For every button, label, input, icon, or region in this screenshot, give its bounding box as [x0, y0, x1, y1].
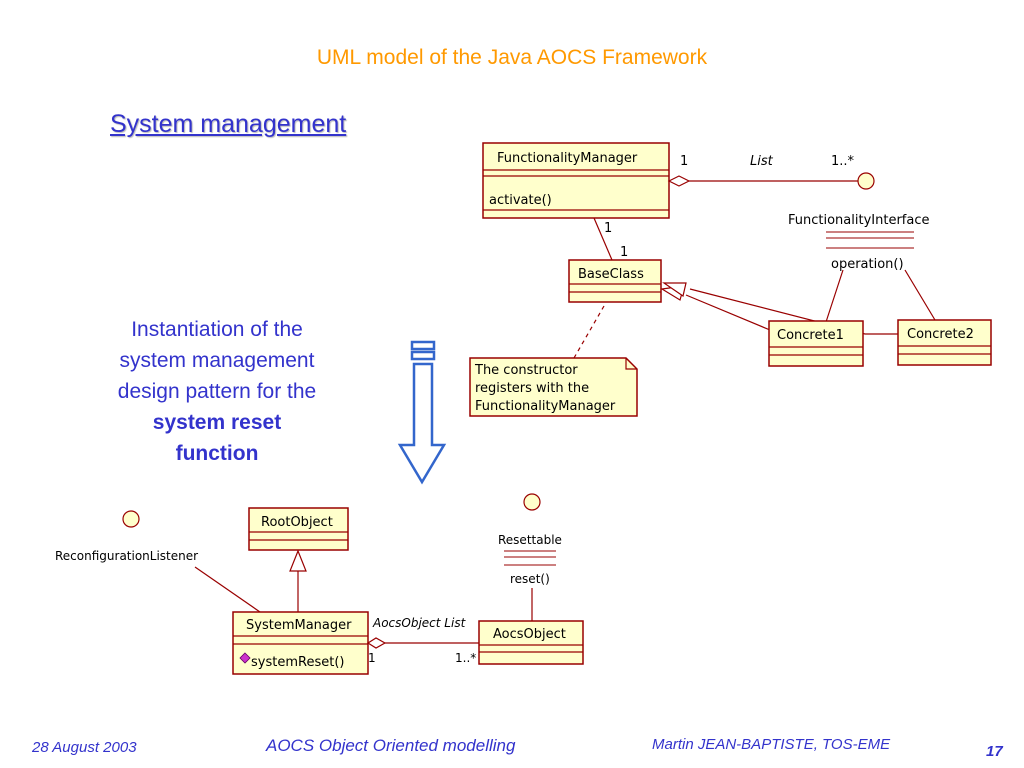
caption-bold-2: function — [175, 442, 259, 465]
aocs-object-name: AocsObject — [493, 627, 566, 642]
note-line-2: registers with the — [475, 381, 589, 396]
aocs-mult-right: 1..* — [455, 651, 476, 665]
caption-line-1: Instantiation of the — [131, 318, 303, 341]
concrete2-name: Concrete2 — [907, 327, 974, 342]
reconfiguration-listener-icon — [122, 510, 140, 528]
caption-line-2: system management — [119, 349, 315, 372]
generalization-concrete2 — [689, 288, 898, 335]
list-label: List — [750, 154, 774, 169]
aocs-mult-left: 1 — [368, 651, 376, 665]
caption-line-3: design pattern for the — [117, 380, 317, 403]
base-mult-top: 1 — [604, 221, 612, 236]
base-mult-bottom: 1 — [620, 245, 628, 260]
concrete2-class[interactable]: Concrete2 — [897, 319, 992, 366]
section-link[interactable]: System management — [110, 110, 347, 138]
aggregation-diamond — [667, 175, 691, 187]
caption-bold-1: system reset — [152, 411, 282, 434]
resettable-op: reset() — [510, 572, 550, 586]
root-object-name: RootObject — [261, 515, 333, 530]
page-number: 17 — [986, 743, 1003, 760]
operation-icon — [239, 652, 251, 664]
realization-line-concrete2 — [904, 269, 936, 321]
aocs-list-label: AocsObject List — [372, 616, 467, 630]
constructor-note[interactable]: The constructor registers with the Funct… — [469, 357, 638, 417]
note-anchor-line — [573, 305, 605, 359]
caption: Instantiation of the system management d… — [82, 314, 352, 469]
slide-title: UML model of the Java AOCS Framework — [316, 46, 708, 69]
system-manager-op: systemReset() — [251, 655, 344, 670]
resettable-name: Resettable — [498, 533, 562, 547]
base-association-line — [593, 217, 613, 261]
functionality-interface-name: FunctionalityInterface — [788, 213, 929, 228]
functionality-manager-name: FunctionalityManager — [497, 151, 638, 166]
functionality-manager-op: activate() — [489, 193, 552, 208]
functionality-manager-class[interactable]: FunctionalityManager activate() — [482, 142, 670, 219]
functionality-interface-icon — [857, 172, 875, 190]
system-manager-class[interactable]: SystemManager systemReset() — [232, 611, 369, 675]
generalization-concrete1 — [685, 294, 771, 331]
list-mult-right: 1..* — [831, 154, 855, 169]
concrete1-name: Concrete1 — [777, 328, 844, 343]
down-arrow-icon — [397, 340, 447, 485]
note-line-3: FunctionalityManager — [475, 399, 616, 414]
list-mult-left: 1 — [680, 154, 688, 169]
resettable-icon — [523, 493, 541, 511]
root-object-class[interactable]: RootObject — [248, 507, 349, 551]
reconfiguration-listener-name: ReconfigurationListener — [55, 549, 198, 563]
footer-author: Martin JEAN-BAPTISTE, TOS-EME — [652, 736, 891, 753]
realization-line-concrete1 — [825, 269, 844, 323]
aocs-object-class[interactable]: AocsObject — [478, 620, 584, 665]
functionality-interface-op: operation() — [831, 257, 904, 272]
system-manager-name: SystemManager — [246, 618, 352, 633]
note-line-1: The constructor — [474, 363, 578, 378]
footer-date: 28 August 2003 — [32, 739, 137, 756]
listener-realization-line — [194, 566, 261, 613]
base-class[interactable]: BaseClass — [568, 259, 662, 303]
footer-center: AOCS Object Oriented modelling — [266, 736, 516, 755]
concrete1-class[interactable]: Concrete1 — [768, 320, 864, 367]
base-class-name: BaseClass — [578, 267, 644, 282]
